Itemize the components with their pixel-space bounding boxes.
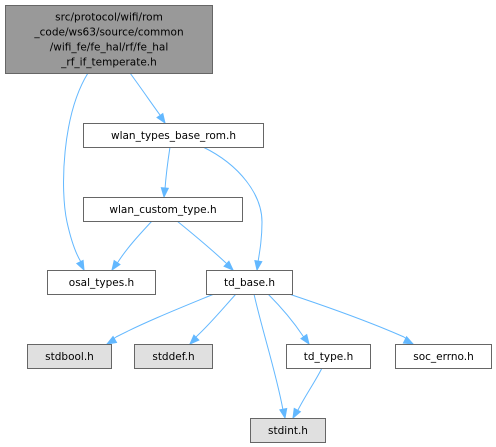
node-osal-types[interactable]: osal_types.h [47, 270, 156, 295]
node-root[interactable]: src/protocol/wifi/rom _code/ws63/source/c… [5, 5, 213, 74]
node-label: stddef.h [152, 351, 194, 363]
edge-td_base-to-td_type [267, 293, 310, 346]
edge-line [115, 293, 215, 338]
edge-line-end [80, 261, 85, 271]
edge-line [267, 293, 304, 337]
node-label: _rf_if_temperate.h [60, 57, 157, 69]
edge-td_base-to-soc_errno [288, 293, 415, 345]
edge-line-end [106, 336, 117, 345]
edge-line [117, 220, 153, 263]
edge-td_base-to-stddef [189, 293, 237, 345]
edge-root-to-osal_types [63, 72, 89, 272]
edge-line [196, 293, 237, 337]
nodes-layer: src/protocol/wifi/rom _code/ws63/source/c… [5, 5, 492, 443]
node-stdint: stdint.h [250, 418, 326, 443]
node-label: td_base.h [224, 277, 275, 289]
edge-line-end [256, 261, 259, 271]
node-label: _code/ws63/source/common [33, 27, 183, 39]
node-box [250, 418, 326, 443]
edge-line [297, 367, 323, 411]
node-wlan-types-base-rom[interactable]: wlan_types_base_rom.h [83, 123, 264, 148]
node-stddef: stddef.h [134, 344, 213, 369]
node-label: osal_types.h [69, 277, 134, 289]
node-label: /wifi_fe/fe_hal/rf/fe_hal [50, 42, 169, 54]
edge-line-end [111, 261, 119, 271]
edge-line [63, 72, 89, 263]
arrow-head [75, 259, 85, 272]
node-label: wlan_types_base_rom.h [111, 130, 236, 142]
edge-line-end [225, 262, 234, 271]
edge-root-to-wlan_types_base_rom [129, 72, 166, 125]
node-label: stdbool.h [45, 351, 94, 363]
node-label: wlan_custom_type.h [109, 204, 216, 216]
node-box [395, 344, 492, 369]
edge-line [164, 146, 171, 190]
node-label: td_type.h [304, 351, 353, 363]
node-box [5, 5, 213, 74]
node-box [47, 270, 156, 295]
node-stdbool: stdbool.h [27, 344, 112, 369]
edge-line-end [403, 336, 414, 345]
edges-layer [63, 72, 415, 420]
node-label: src/protocol/wifi/rom [55, 12, 163, 24]
node-box [134, 344, 213, 369]
node-td-base[interactable]: td_base.h [206, 270, 293, 295]
edge-line [253, 293, 284, 411]
node-td-type[interactable]: td_type.h [286, 344, 371, 369]
edge-td_base-to-stdint [253, 293, 288, 420]
edge-line-end [302, 335, 310, 345]
edge-td_type-to-stdint [292, 367, 323, 420]
node-box [83, 123, 264, 148]
node-soc-errno[interactable]: soc_errno.h [395, 344, 492, 369]
node-box [206, 270, 293, 295]
edge-line-end [163, 188, 166, 198]
edge-wlan_types_base_rom-to-td_base [202, 146, 263, 272]
edge-wlan_types_base_rom-to-wlan_custom_type [160, 146, 171, 199]
node-box [286, 344, 371, 369]
edge-line [176, 220, 227, 264]
edge-line-end [292, 409, 299, 419]
edge-line [129, 72, 161, 116]
node-box [83, 197, 243, 222]
node-box [27, 344, 112, 369]
edge-line-end [189, 335, 198, 345]
node-wlan-custom-type[interactable]: wlan_custom_type.h [83, 197, 243, 222]
edge-line-end [159, 114, 166, 124]
edge-line [202, 146, 263, 263]
edge-line [288, 293, 405, 338]
edge-td_base-to-stdbool [105, 293, 215, 345]
node-label: stdint.h [268, 425, 308, 437]
edge-wlan_custom_type-to-osal_types [111, 220, 153, 272]
edge-line-end [282, 409, 286, 419]
arrow-head [279, 407, 288, 420]
edge-wlan_custom_type-to-td_base [176, 220, 234, 271]
arrow-head [254, 259, 263, 272]
node-label: soc_errno.h [413, 351, 474, 363]
